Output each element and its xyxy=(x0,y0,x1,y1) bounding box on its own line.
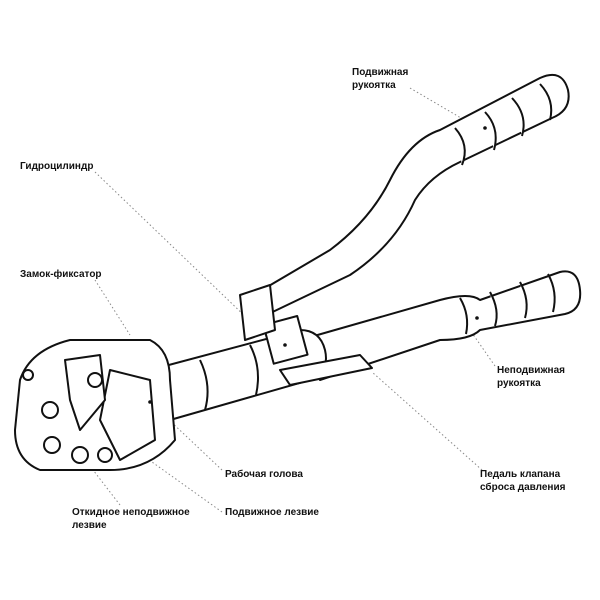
label-hydraulic-cylinder: Гидроцилиндр xyxy=(20,161,94,172)
label-movable-handle: Подвижная рукоятка xyxy=(352,66,408,92)
label-line: Педаль клапана xyxy=(480,469,561,480)
fixed-handle xyxy=(299,270,582,381)
label-lock: Замок-фиксатор xyxy=(20,269,102,280)
label-release-pedal: Педаль клапана сброса давления xyxy=(480,468,565,494)
release-pedal xyxy=(279,354,373,386)
leader-working-head xyxy=(149,401,223,471)
label-line: сброса давления xyxy=(480,482,566,493)
label-line: Неподвижная xyxy=(497,365,565,376)
label-line: лезвие xyxy=(72,520,107,531)
label-working-head: Рабочая голова xyxy=(225,469,303,480)
label-line: Подвижная xyxy=(352,67,409,78)
leader-movable-blade xyxy=(109,431,223,513)
label-line: Откидное неподвижное xyxy=(72,507,190,518)
leader-lock xyxy=(94,279,131,336)
movable-handle xyxy=(244,74,570,319)
label-line: рукоятка xyxy=(497,378,541,389)
label-fixed-blade: Откидное неподвижное лезвие xyxy=(72,506,190,532)
leader-movable-handle xyxy=(409,87,479,129)
label-line: рукоятка xyxy=(352,80,396,91)
movable-blade xyxy=(99,369,156,461)
leader-fixed-handle xyxy=(469,329,496,367)
leader-pedal xyxy=(371,371,483,471)
bolts xyxy=(22,369,113,464)
label-fixed-handle: Неподвижная рукоятка xyxy=(497,364,565,390)
label-movable-blade: Подвижное лезвие xyxy=(225,507,319,518)
